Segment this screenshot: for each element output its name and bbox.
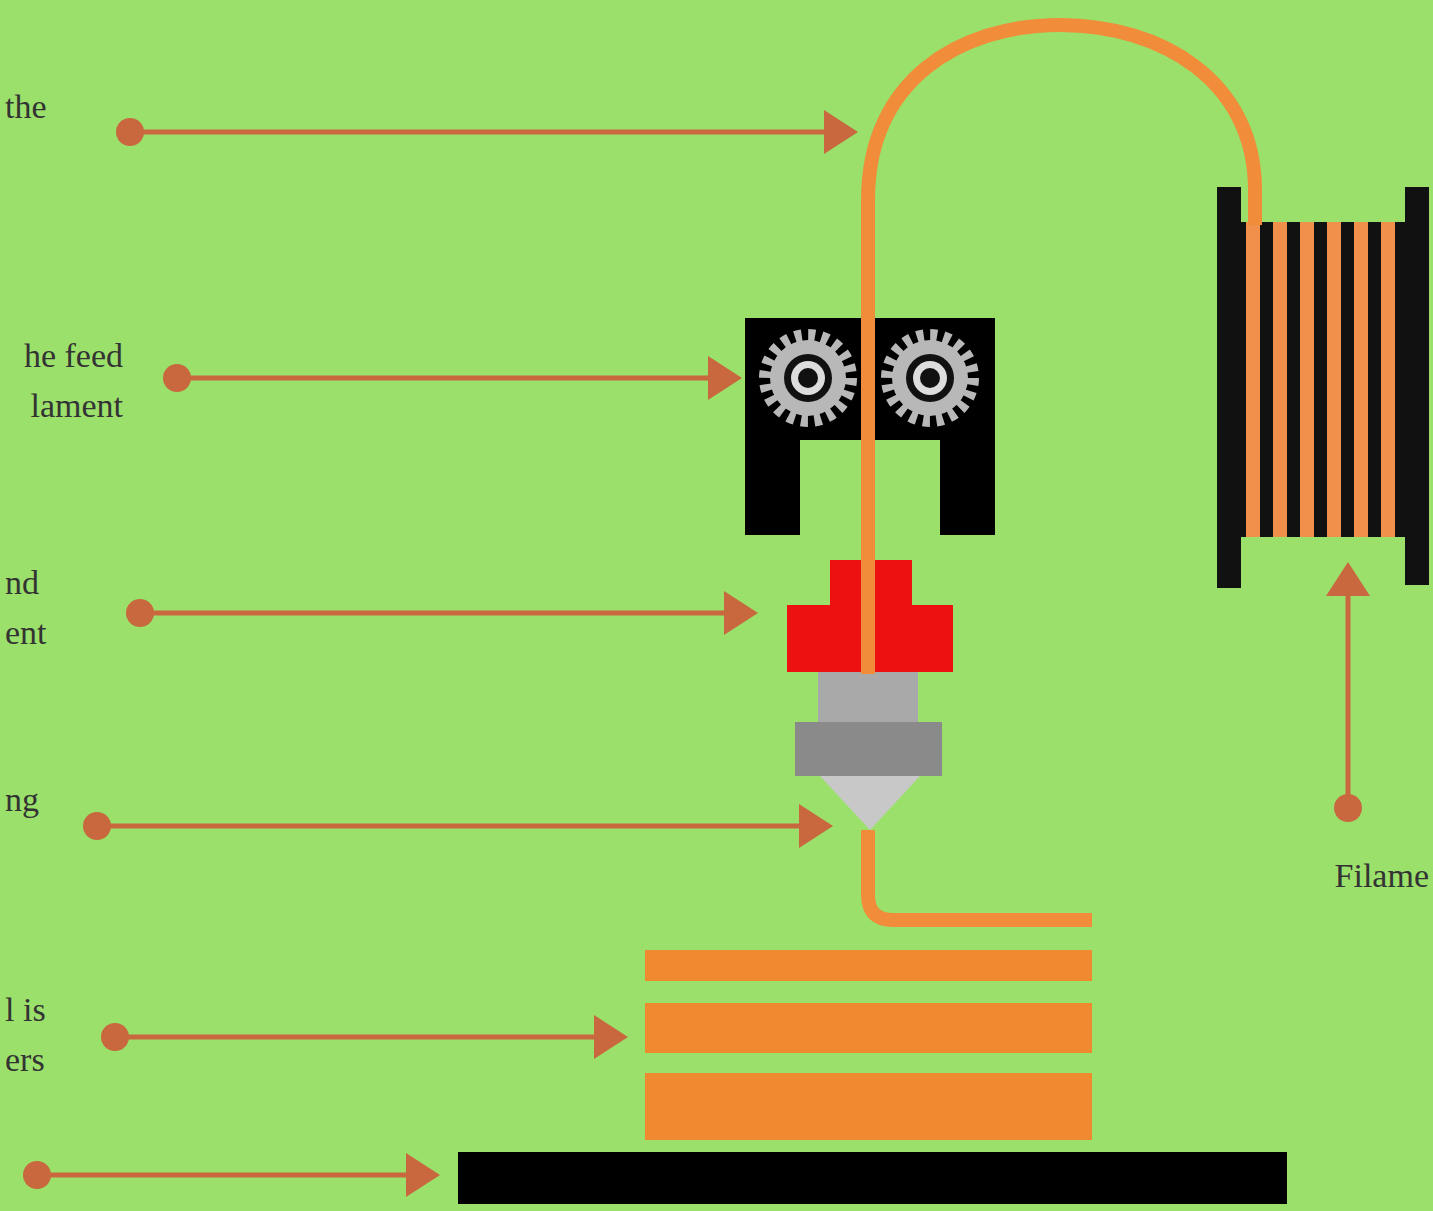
nozzle-tip <box>820 776 920 830</box>
extruded-strand <box>868 830 1092 920</box>
part-label: the <box>5 82 205 132</box>
leader-arrows <box>23 110 1370 1197</box>
nozzle-nut <box>795 722 942 776</box>
heat-break <box>818 672 918 726</box>
part-label: Filame <box>1335 851 1429 901</box>
part-label: l is ers <box>5 985 73 1085</box>
build-plate <box>458 1152 1287 1204</box>
filament-spool <box>1217 187 1429 588</box>
part-label: he feed lament <box>0 331 123 431</box>
part-label: nd ent <box>5 558 67 658</box>
printed-layers <box>645 950 1092 1140</box>
part-label: ng <box>5 775 125 825</box>
filament-strand <box>868 25 1255 674</box>
